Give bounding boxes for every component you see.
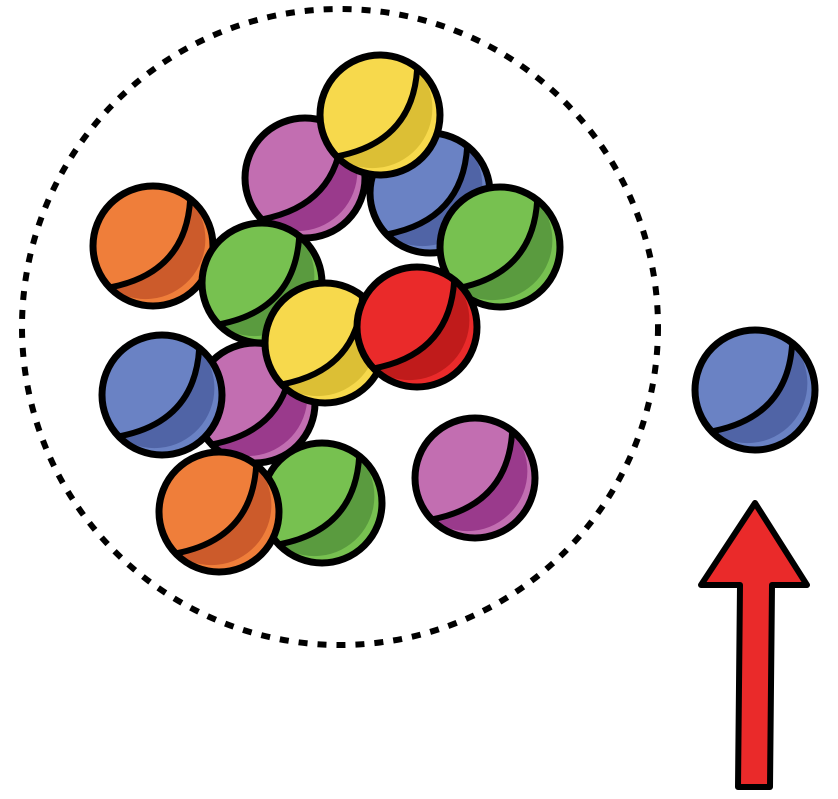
outside-marble-group: [695, 330, 815, 450]
orange-marble-bottom: [159, 452, 279, 572]
yellow-marble-top: [320, 55, 440, 175]
orange-marble-left: [93, 186, 213, 306]
blue-marble-outside: [695, 330, 815, 450]
red-marble-center: [357, 267, 477, 387]
purple-marble-bottom-right: [415, 418, 535, 538]
blue-marble-left: [102, 335, 222, 455]
